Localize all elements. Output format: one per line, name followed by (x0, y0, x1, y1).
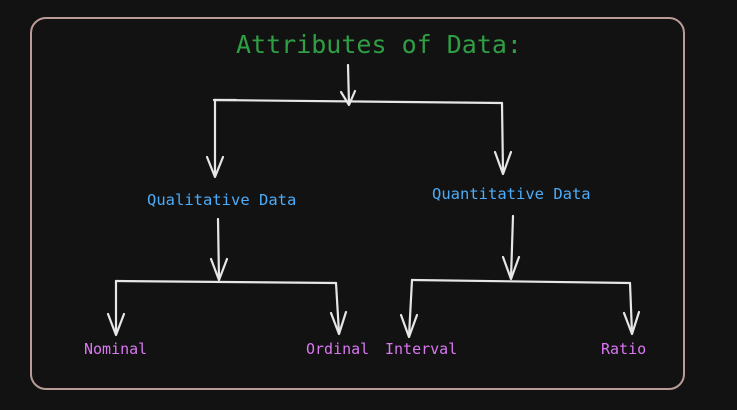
node-ratio: Ratio (601, 340, 647, 358)
diagram-title: Attributes of Data: (236, 30, 522, 59)
connector-qualitative-branch (106, 217, 348, 337)
diagram-frame (30, 17, 685, 390)
connector-top-bracket (205, 98, 513, 179)
node-qualitative-data: Qualitative Data (147, 191, 297, 209)
node-ordinal: Ordinal (306, 340, 370, 358)
node-nominal: Nominal (84, 340, 148, 358)
connector-quantitative-branch (399, 214, 641, 339)
node-quantitative-data: Quantitative Data (432, 185, 591, 203)
node-interval: Interval (385, 340, 458, 358)
connector-title-stem (339, 63, 357, 107)
